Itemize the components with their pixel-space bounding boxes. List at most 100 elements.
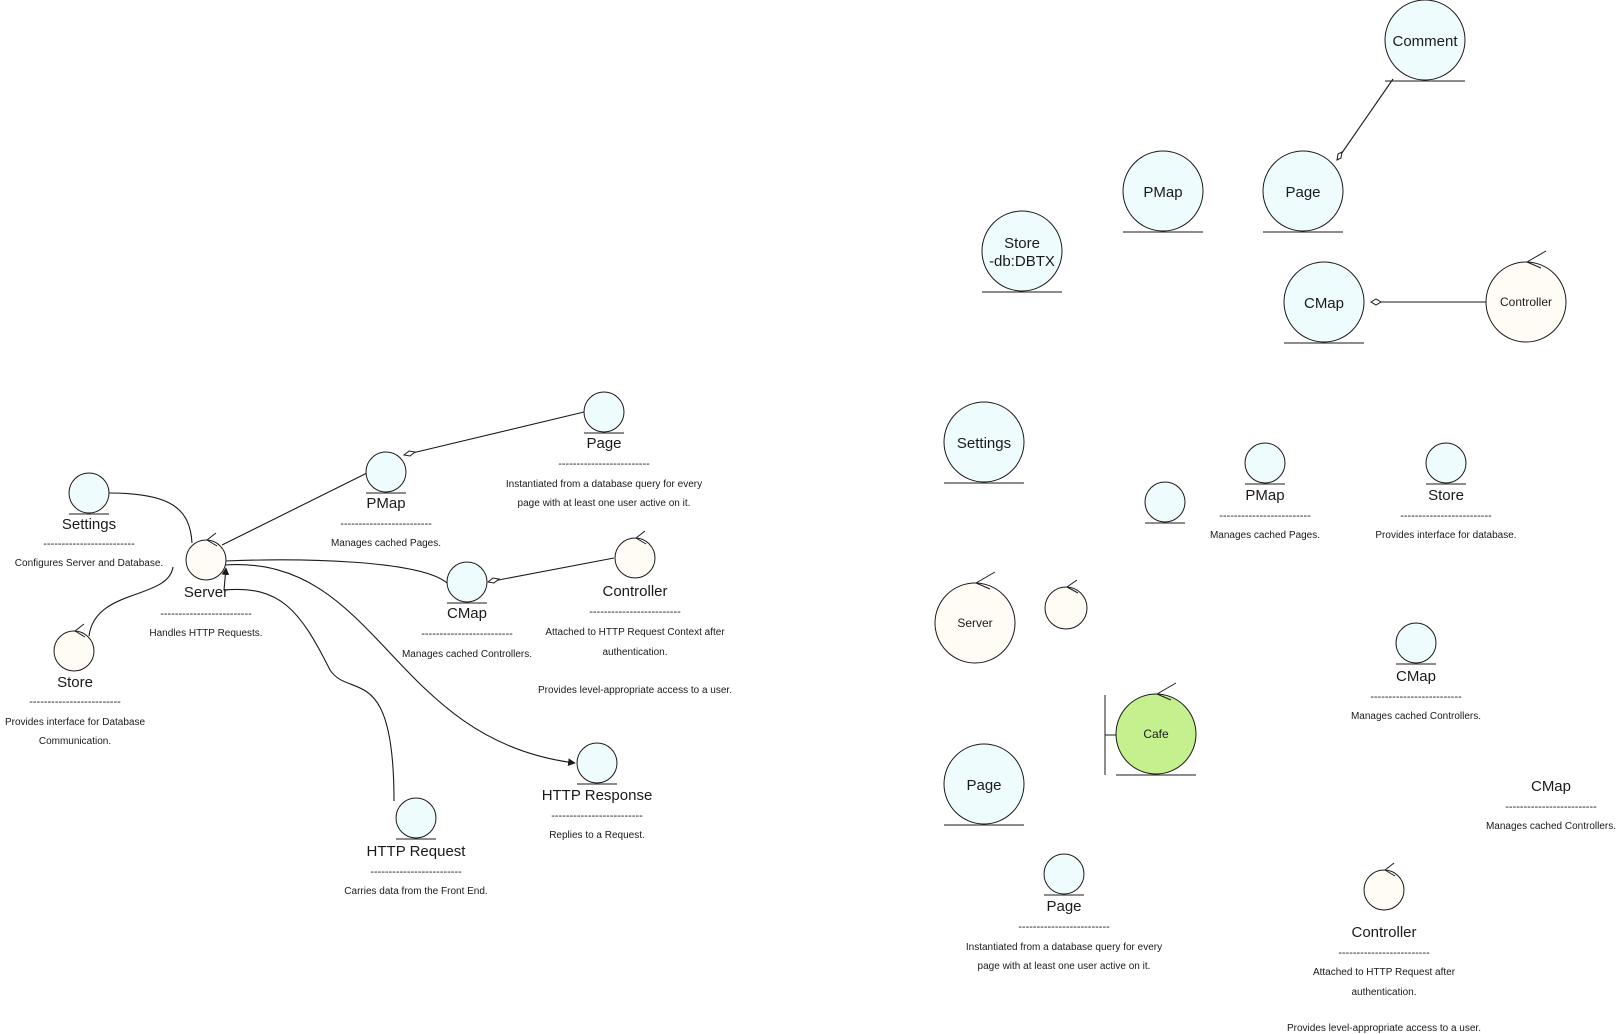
edge-page-comment[interactable] bbox=[1336, 78, 1394, 161]
right-unnamed-control-node[interactable] bbox=[1044, 579, 1088, 630]
entity-circle bbox=[1122, 150, 1204, 232]
node-label: CMap bbox=[1396, 668, 1436, 685]
entity-circle bbox=[583, 391, 625, 433]
node-desc: Provides interface for database. bbox=[1375, 530, 1516, 541]
entity-circle bbox=[981, 210, 1063, 292]
node-separator: ------------------------- bbox=[551, 810, 643, 822]
node-desc: Provides level-appropriate access to a u… bbox=[1287, 1023, 1481, 1034]
right-unnamed-entity-node[interactable] bbox=[1144, 481, 1186, 524]
entity-circle bbox=[1283, 261, 1365, 343]
node-desc: Manages cached Controllers. bbox=[1351, 711, 1481, 722]
right-pmap-small-node[interactable]: PMap ------------------------- Manages c… bbox=[1210, 442, 1320, 541]
entity-circle bbox=[1244, 442, 1286, 484]
edge-server-store[interactable] bbox=[88, 566, 174, 637]
edge-server-cmap[interactable] bbox=[224, 559, 448, 584]
node-desc: Handles HTTP Requests. bbox=[149, 628, 262, 639]
left-page-node[interactable]: Page ------------------------- Instantia… bbox=[506, 391, 702, 509]
control-arrowhead bbox=[1156, 682, 1177, 701]
entity-circle bbox=[1144, 481, 1186, 523]
node-desc: Manages cached Controllers. bbox=[1486, 821, 1616, 832]
node-label: Page bbox=[966, 777, 1001, 794]
diamond-pmap-page bbox=[402, 450, 417, 457]
right-cmap-text-node[interactable]: CMap ------------------------- Manages c… bbox=[1486, 778, 1616, 832]
entity-circle bbox=[365, 451, 407, 493]
right-settings-big-node[interactable]: Settings bbox=[943, 401, 1025, 484]
entity-circle bbox=[943, 743, 1025, 825]
edge-cmap-controller[interactable] bbox=[487, 557, 615, 583]
edge-server-pmap[interactable] bbox=[221, 472, 368, 546]
left-server-node[interactable]: Server ------------------------- Handles… bbox=[149, 532, 263, 639]
node-desc: Provides level-appropriate access to a u… bbox=[538, 685, 732, 696]
left-store-node[interactable]: Store ------------------------- Provides… bbox=[5, 623, 146, 747]
node-label: Page bbox=[1046, 898, 1081, 915]
node-separator: ------------------------- bbox=[340, 518, 432, 530]
right-cafe-node[interactable]: Cafe bbox=[1104, 682, 1197, 776]
node-separator: ------------------------- bbox=[1338, 947, 1430, 959]
control-arrowhead bbox=[1526, 250, 1547, 269]
entity-circle bbox=[68, 472, 110, 514]
right-connectors bbox=[1336, 78, 1489, 303]
control-circle bbox=[1363, 869, 1405, 911]
control-circle bbox=[53, 630, 95, 672]
right-aggregation-diamonds bbox=[1336, 151, 1382, 306]
node-desc: Provides interface for Database bbox=[5, 717, 146, 728]
control-arrowhead bbox=[1066, 579, 1079, 594]
node-label: PMap bbox=[366, 495, 405, 512]
entity-circle bbox=[1262, 150, 1344, 232]
node-label: Settings bbox=[957, 435, 1011, 452]
edge-http-request-server[interactable] bbox=[221, 567, 395, 802]
node-label: CMap bbox=[1304, 295, 1344, 312]
left-controller-node[interactable]: Controller ------------------------- Att… bbox=[538, 530, 732, 696]
node-separator: ------------------------- bbox=[421, 628, 513, 640]
control-circle bbox=[934, 582, 1016, 664]
node-label: Page bbox=[1285, 184, 1320, 201]
left-settings-node[interactable]: Settings ------------------------- Confi… bbox=[15, 472, 163, 569]
edge-settings-server[interactable] bbox=[108, 492, 193, 544]
node-label: HTTP Request bbox=[367, 843, 467, 860]
node-label: HTTP Response bbox=[542, 787, 653, 804]
control-arrowhead bbox=[975, 571, 996, 590]
right-server-big-node[interactable]: Server bbox=[934, 571, 1016, 664]
right-cmap-big-node[interactable]: CMap bbox=[1283, 261, 1365, 344]
edge-server-http-response[interactable] bbox=[224, 564, 576, 766]
right-store-small-node[interactable]: Store ------------------------- Provides… bbox=[1375, 442, 1517, 541]
left-http-response-node[interactable]: HTTP Response ------------------------- … bbox=[542, 742, 653, 841]
node-desc: Instantiated from a database query for e… bbox=[966, 942, 1162, 953]
node-desc: Carries data from the Front End. bbox=[344, 886, 487, 897]
left-cmap-node[interactable]: CMap ------------------------- Manages c… bbox=[402, 561, 532, 660]
node-label: Server bbox=[184, 584, 228, 601]
node-separator: ------------------------- bbox=[370, 866, 462, 878]
cafe-circle bbox=[1115, 693, 1197, 775]
node-label: Store bbox=[1428, 487, 1464, 504]
control-arrowhead bbox=[206, 532, 218, 547]
node-separator: ------------------------- bbox=[558, 458, 650, 470]
node-label: Controller bbox=[1351, 924, 1416, 941]
right-store-big-node[interactable]: Store -db:DBTX bbox=[981, 210, 1063, 293]
control-circle bbox=[614, 537, 656, 579]
node-desc: Communication. bbox=[39, 736, 111, 747]
control-circle bbox=[185, 539, 227, 581]
right-pmap-big-node[interactable]: PMap bbox=[1122, 150, 1204, 233]
right-page-small-node[interactable]: Page ------------------------- Instantia… bbox=[966, 853, 1162, 972]
node-label: Cafe bbox=[1143, 727, 1169, 741]
node-label: PMap bbox=[1143, 184, 1182, 201]
left-http-request-node[interactable]: HTTP Request ------------------------- C… bbox=[344, 797, 488, 897]
right-controller-small-node[interactable]: Controller ------------------------- Att… bbox=[1287, 862, 1481, 1034]
control-arrowhead bbox=[1384, 862, 1396, 877]
entity-circle bbox=[1395, 622, 1437, 664]
left-pmap-node[interactable]: PMap ------------------------- Manages c… bbox=[331, 451, 441, 549]
right-page-big-node[interactable]: Page bbox=[1262, 150, 1344, 233]
node-desc: Manages cached Pages. bbox=[331, 538, 441, 549]
right-page-big2-node[interactable]: Page bbox=[943, 743, 1025, 826]
edge-pmap-page[interactable] bbox=[403, 411, 585, 456]
right-controller-big-node[interactable]: Controller bbox=[1485, 250, 1567, 343]
node-separator: ------------------------- bbox=[43, 538, 135, 550]
control-circle bbox=[1485, 261, 1567, 343]
right-cmap-small-node[interactable]: CMap ------------------------- Manages c… bbox=[1351, 622, 1481, 722]
right-comment-node[interactable]: Comment bbox=[1384, 0, 1466, 82]
control-arrowhead bbox=[74, 623, 86, 638]
entity-circle bbox=[446, 561, 488, 603]
node-attribute: -db:DBTX bbox=[989, 253, 1055, 270]
diamond-cmap-controller bbox=[1370, 298, 1382, 306]
